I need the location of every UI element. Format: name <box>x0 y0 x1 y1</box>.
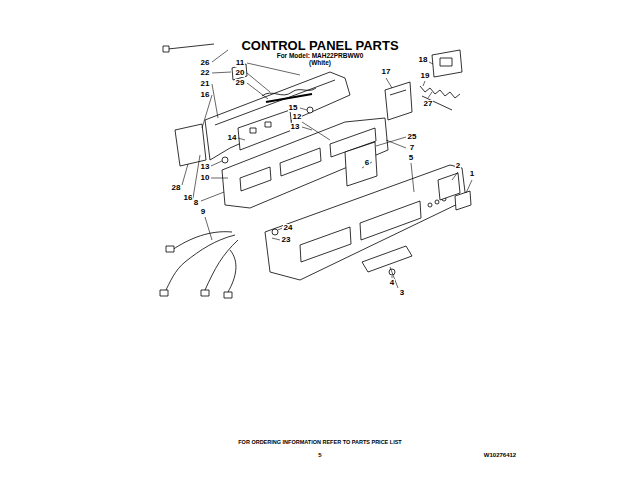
callout-number: 1 <box>469 170 475 178</box>
callout-number: 26 <box>200 59 211 67</box>
page-title: CONTROL PANEL PARTS <box>240 39 399 52</box>
callout-number: 11 <box>235 59 245 67</box>
callout-number: 16 <box>200 91 211 99</box>
callout-number: 24 <box>283 224 294 232</box>
callout-number: 12 <box>292 113 303 121</box>
callout-number: 9 <box>200 208 206 216</box>
callout-number: 18 <box>418 56 429 64</box>
callout-number: 28 <box>171 184 182 192</box>
callout-number: 27 <box>423 100 434 108</box>
callout-number: 25 <box>407 133 418 141</box>
footer-note: FOR ORDERING INFORMATION REFER TO PARTS … <box>237 440 402 446</box>
page-number: 5 <box>317 452 322 458</box>
model-subtitle: For Model: MAH22PRBWW0 <box>276 53 365 60</box>
callout-number: 21 <box>200 80 211 88</box>
callout-number: 19 <box>420 72 431 80</box>
callout-number: 22 <box>200 69 211 77</box>
callout-number: 20 <box>235 69 246 77</box>
callout-number: 29 <box>235 79 246 87</box>
callout-number: 4 <box>389 279 395 287</box>
callout-number: 5 <box>408 154 414 162</box>
callout-number: 6 <box>364 159 370 167</box>
callout-number: 17 <box>381 68 392 76</box>
callout-number: 13 <box>290 123 301 131</box>
callout-number: 23 <box>281 236 292 244</box>
callout-number: 13 <box>200 163 211 171</box>
callout-number: 2 <box>455 162 461 170</box>
model-subtitle: (White) <box>308 60 332 67</box>
callout-number: 10 <box>200 174 211 182</box>
callout-number: 8 <box>193 199 199 207</box>
callout-number: 3 <box>399 289 405 297</box>
document-number: W10276412 <box>483 452 517 458</box>
callout-number: 15 <box>288 104 299 112</box>
callout-number: 7 <box>409 144 415 152</box>
callout-number: 14 <box>227 134 238 142</box>
